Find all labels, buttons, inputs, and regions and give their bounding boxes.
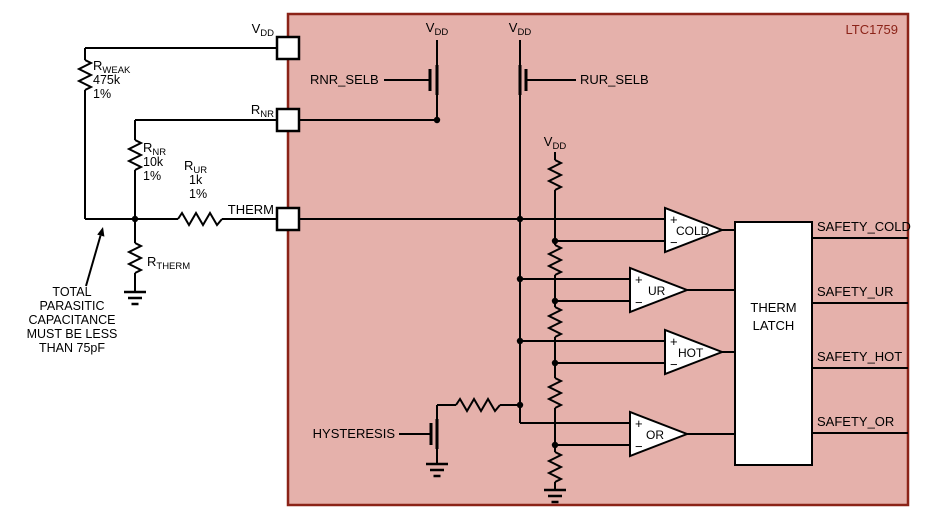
output-safety-or: SAFETY_OR: [812, 414, 908, 434]
rtherm-ground-icon: [124, 290, 146, 306]
rur-value: 1k: [189, 173, 203, 187]
ur-comparator-triangle: [629, 266, 690, 314]
chain-resistor-3: [546, 306, 564, 338]
hot-plus-input: +: [670, 334, 678, 349]
or-plus-input: +: [635, 416, 643, 431]
therm-pin-label: THERM: [228, 202, 274, 217]
rur-tolerance: 1%: [189, 187, 207, 201]
safety-ur-label: SAFETY_UR: [817, 284, 894, 299]
vdd-pin-square: [275, 35, 301, 61]
cold-minus-input: −: [670, 235, 678, 250]
hot-comparator-triangle: [664, 328, 725, 376]
comparator-ur: + − UR: [629, 266, 690, 314]
rnr-ext-labels: RNR 10k 1%: [143, 140, 166, 183]
safety-or-label: SAFETY_OR: [817, 414, 894, 429]
therm-latch: THERM LATCH: [734, 221, 813, 466]
output-safety-cold: SAFETY_COLD: [812, 219, 911, 239]
chain-ground-icon: [544, 488, 566, 504]
chain-resistor-1: [546, 159, 564, 191]
rweak-tolerance: 1%: [93, 87, 111, 101]
cold-comparator-triangle: [664, 206, 725, 254]
comparator-or: + − OR: [629, 410, 690, 458]
rur-zigzag: [177, 211, 223, 227]
or-minus-input: −: [635, 439, 643, 454]
comparator-hot: + − HOT: [664, 328, 725, 376]
rweak-zigzag: [76, 59, 94, 91]
external-wiring: [84, 47, 277, 292]
note-arrow-line: [85, 235, 102, 287]
note-arrowhead-icon: [97, 227, 105, 237]
note-line-4: MUST BE LESS: [27, 327, 118, 341]
parasitic-capacitance-note: TOTAL PARASITIC CAPACITANCE MUST BE LESS…: [27, 227, 118, 355]
safety-cold-label: SAFETY_COLD: [817, 219, 911, 234]
chain-resistor-4: [546, 377, 564, 409]
vdd-pin-label: VDD: [252, 21, 275, 39]
vdd-label-rur-selb: VDD: [509, 20, 532, 38]
therm-pin-square: [275, 206, 301, 232]
rnr-ext-tolerance: 1%: [143, 169, 161, 183]
resistor-symbols: [76, 59, 564, 483]
mosfet-symbols: [428, 65, 528, 449]
rweak-value: 475k: [93, 73, 121, 87]
rur-labels: RUR 1k 1%: [184, 158, 207, 201]
pin-rnr: RNR: [251, 102, 301, 133]
hysteresis-ground-icon: [426, 462, 448, 478]
rweak-name: RWEAK: [93, 58, 131, 76]
hot-label: HOT: [678, 346, 704, 360]
output-safety-ur: SAFETY_UR: [812, 284, 908, 304]
ur-plus-input: +: [635, 272, 643, 287]
rnr-pin-label: RNR: [251, 102, 274, 120]
hysteresis-label: HYSTERESIS: [313, 426, 396, 441]
note-line-1: TOTAL: [52, 285, 91, 299]
chain-resistor-2: [546, 244, 564, 276]
pin-therm: THERM: [228, 202, 301, 232]
ground-symbols: [124, 290, 566, 504]
rur-selb-label: RUR_SELB: [580, 72, 649, 87]
vdd-label-rnr-selb: VDD: [426, 20, 449, 38]
note-line-2: PARASITIC: [39, 299, 104, 313]
ur-label: UR: [648, 284, 666, 298]
or-label: OR: [646, 428, 664, 442]
chip-name: LTC1759: [845, 22, 898, 37]
pin-vdd: VDD: [252, 21, 301, 61]
safety-hot-label: SAFETY_HOT: [817, 349, 902, 364]
cold-label: COLD: [676, 224, 710, 238]
rnr-selb-label: RNR_SELB: [310, 72, 379, 87]
hysteresis-resistor-zigzag: [455, 397, 501, 413]
therm-latch-label-line1: THERM: [750, 300, 796, 315]
internal-wiring: [299, 40, 735, 490]
rnr-ext-value: 10k: [143, 155, 164, 169]
rtherm-labels: RTHERM: [147, 254, 190, 272]
rur-name: RUR: [184, 158, 207, 176]
rnr-ext-zigzag: [126, 139, 144, 171]
rtherm-zigzag: [126, 242, 144, 274]
note-line-5: THAN 75pF: [39, 341, 105, 355]
comparator-cold: + − COLD: [664, 206, 725, 254]
cold-plus-input: +: [670, 212, 678, 227]
note-line-3: CAPACITANCE: [28, 313, 115, 327]
therm-latch-box: [734, 221, 813, 466]
or-comparator-triangle: [629, 410, 690, 458]
rweak-labels: RWEAK 475k 1%: [93, 58, 131, 101]
ur-minus-input: −: [635, 295, 643, 310]
rnr-pin-square: [275, 107, 301, 133]
hot-minus-input: −: [670, 357, 678, 372]
vdd-label-chain: VDD: [544, 134, 567, 152]
therm-latch-label-line2: LATCH: [753, 318, 795, 333]
rtherm-name: RTHERM: [147, 254, 190, 272]
chain-resistor-5: [546, 451, 564, 483]
junction-dots: [131, 116, 559, 449]
rnr-ext-name: RNR: [143, 140, 166, 158]
output-safety-hot: SAFETY_HOT: [812, 349, 908, 369]
